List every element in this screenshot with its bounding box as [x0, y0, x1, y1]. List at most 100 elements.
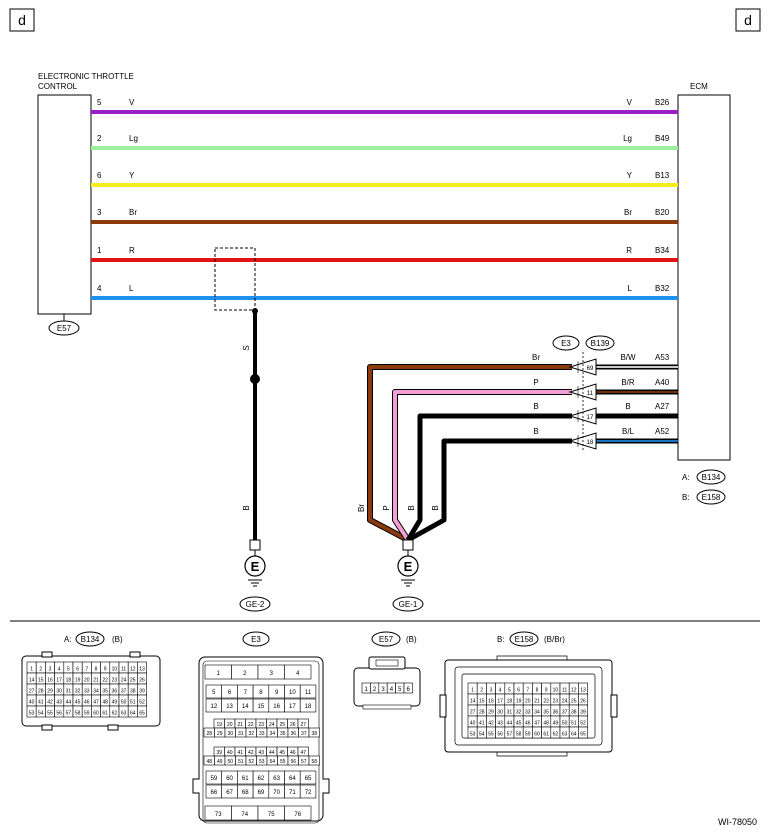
pin-label: 34: [93, 689, 99, 695]
pin-label: 30: [227, 731, 233, 737]
wire-1-pin: 2: [97, 134, 102, 143]
pin-label: 33: [525, 710, 531, 716]
pin-label: 56: [497, 732, 503, 738]
etc-label-line2: CONTROL: [38, 82, 78, 91]
pin-label: 56: [56, 711, 62, 717]
pin-label: 1: [365, 687, 369, 693]
pin-label: 63: [273, 776, 280, 782]
ground-ge2: E GE-2: [239, 539, 271, 612]
pin-label: 10: [553, 688, 559, 694]
pin-label: 25: [279, 722, 285, 728]
etc-box: [37, 94, 92, 315]
gwire-1-ecm-stripe: [596, 391, 678, 393]
pin-label: 18: [66, 678, 72, 684]
wire-1-line: [91, 146, 678, 150]
pin-cell: [137, 705, 147, 718]
pin-cell: [284, 664, 312, 680]
pin-label: 9: [275, 690, 279, 696]
pin-label: 19: [516, 699, 522, 705]
gwire-2-vert-code: B: [407, 505, 416, 510]
pin-label: 1: [471, 688, 474, 694]
pin-label: 14: [29, 678, 35, 684]
wire-4-line: [91, 258, 678, 262]
pin-label: 44: [507, 721, 513, 727]
pin-label: 14: [470, 699, 476, 705]
pin-label: 44: [269, 750, 275, 756]
pin-label: 29: [488, 710, 494, 716]
pin-label: 59: [84, 711, 90, 717]
ecm-box: [677, 94, 731, 461]
gwire-1-vert-code: P: [382, 505, 391, 510]
pin-label: 11: [562, 688, 567, 694]
conn-e57-suffix: (B): [406, 635, 417, 644]
pin-label: 37: [562, 710, 568, 716]
corner-box-left: [9, 8, 35, 32]
ecm-conn-b-oval: [696, 489, 726, 505]
gwire-0-vert-code: Br: [357, 504, 366, 512]
wire-5-line: [91, 296, 678, 300]
gwire-1-code: P: [533, 378, 538, 387]
pin-label: 61: [102, 711, 108, 717]
pin-label: 24: [269, 722, 275, 728]
pin-label: 40: [470, 721, 476, 727]
pin-label: 35: [280, 731, 286, 737]
pin-label: 17: [497, 699, 503, 705]
pin-cell: [284, 805, 312, 821]
pin-label: 4: [58, 667, 61, 673]
pin-cell: [299, 684, 317, 699]
shield-code: S: [242, 345, 251, 350]
pin-label: 13: [580, 688, 586, 694]
pin-label: 15: [38, 678, 44, 684]
wire-5-code: L: [129, 284, 134, 293]
pin-label: 52: [248, 759, 254, 765]
pin-label: 8: [259, 690, 263, 696]
pin-label: 49: [112, 700, 118, 706]
ground-conn-e3-label: E3: [561, 339, 571, 348]
pin-label: 19: [75, 678, 81, 684]
pin-label: 62: [112, 711, 118, 717]
pin-label: 51: [571, 721, 577, 727]
pin-label: 41: [237, 750, 243, 756]
pin-label: 61: [242, 776, 249, 782]
corner-letter-left: d: [18, 12, 26, 28]
pin-label: 65: [305, 776, 312, 782]
wire-1-end-code: Lg: [623, 134, 632, 143]
pin-label: 54: [479, 732, 485, 738]
pin-label: 4: [296, 671, 300, 677]
gwire-3-code: B: [533, 427, 538, 436]
pin-label: 23: [258, 722, 264, 728]
pin-label: 54: [269, 759, 275, 765]
wire-0-term: B26: [655, 98, 670, 107]
pin-label: 33: [259, 731, 265, 737]
pin-label: 17: [289, 704, 296, 710]
pin-label: 2: [373, 687, 377, 693]
pin-cell: [308, 727, 320, 738]
pin-label: 76: [294, 812, 301, 818]
pin-label: 55: [47, 711, 53, 717]
pin-label: 50: [121, 700, 127, 706]
pin-label: 48: [543, 721, 549, 727]
pin-label: 34: [269, 731, 275, 737]
pin-label: 65: [580, 732, 586, 738]
wire-2-term: B13: [655, 171, 670, 180]
pin-label: 5: [508, 688, 511, 694]
pin-label: 32: [248, 731, 254, 737]
gwire-1-term: A40: [655, 378, 670, 387]
wire-3-term: B20: [655, 208, 670, 217]
pin-label: 44: [66, 700, 72, 706]
pin-label: 25: [571, 699, 577, 705]
pin-label: 36: [112, 689, 118, 695]
conn-b-name: E158: [515, 635, 534, 644]
pin-label: 41: [479, 721, 485, 727]
conn-a-suffix: (B): [112, 635, 123, 644]
pin-label: 3: [490, 688, 493, 694]
pin-label: 7: [244, 690, 248, 696]
pin-label: 45: [75, 700, 81, 706]
pin-label: 57: [507, 732, 513, 738]
pin-label: 20: [84, 678, 90, 684]
pin-label: 26: [139, 678, 145, 684]
ecm-conn-a-prefix: A:: [682, 473, 690, 482]
